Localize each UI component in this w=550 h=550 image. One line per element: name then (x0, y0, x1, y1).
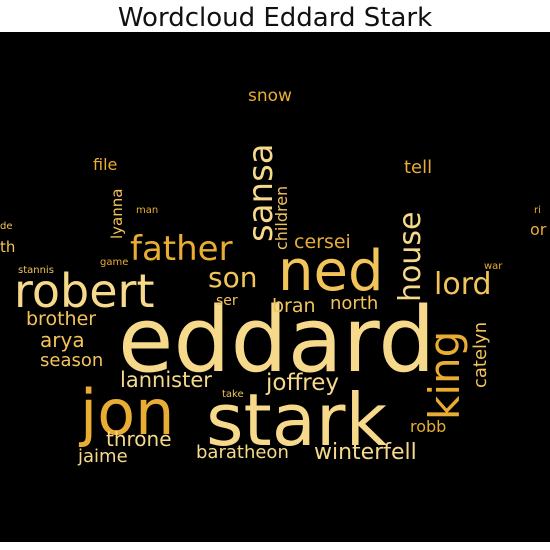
word-tell: tell (404, 157, 433, 178)
figure-title: Wordcloud Eddard Stark (117, 3, 433, 33)
word-snow: snow (248, 86, 292, 106)
word-season: season (40, 350, 104, 371)
word-ned: ned (278, 239, 384, 304)
word-king: king (420, 330, 469, 420)
word-file: file (93, 155, 118, 174)
word-lannister: lannister (120, 368, 212, 392)
wordcloud-canvas: eddard stark jon ned robert king father … (0, 32, 550, 542)
word-north: north (330, 293, 379, 314)
word-stannis: stannis (18, 265, 54, 276)
word-game: game (100, 257, 129, 268)
word-take: take (222, 389, 244, 400)
word-th: th (0, 238, 16, 256)
word-throne: throne (106, 427, 172, 451)
word-stark: stark (206, 378, 388, 462)
word-lyanna: lyanna (108, 188, 126, 239)
word-or: or (530, 220, 547, 239)
word-jaime: jaime (78, 446, 128, 467)
word-joffrey: joffrey (266, 370, 340, 396)
word-brother: brother (26, 308, 97, 330)
word-house: house (393, 211, 428, 302)
word-baratheon: baratheon (196, 442, 289, 463)
word-children: children (272, 185, 291, 250)
word-arya: arya (40, 328, 85, 352)
word-ser: ser (216, 293, 238, 309)
word-man: man (136, 205, 159, 216)
word-lord: lord (434, 267, 492, 302)
word-war: war (484, 261, 503, 272)
word-father: father (130, 229, 233, 269)
word-jon: jon (80, 376, 175, 449)
word-ri: ri (534, 205, 541, 216)
word-robb: robb (410, 417, 447, 436)
word-de: de (0, 221, 13, 232)
word-robert: robert (14, 264, 155, 318)
word-catelyn: catelyn (470, 321, 491, 388)
word-eddard: eddard (118, 288, 436, 393)
word-son: son (208, 261, 258, 294)
word-cersei: cersei (294, 231, 351, 253)
word-bran: bran (272, 295, 316, 317)
word-winterfell: winterfell (314, 440, 417, 465)
